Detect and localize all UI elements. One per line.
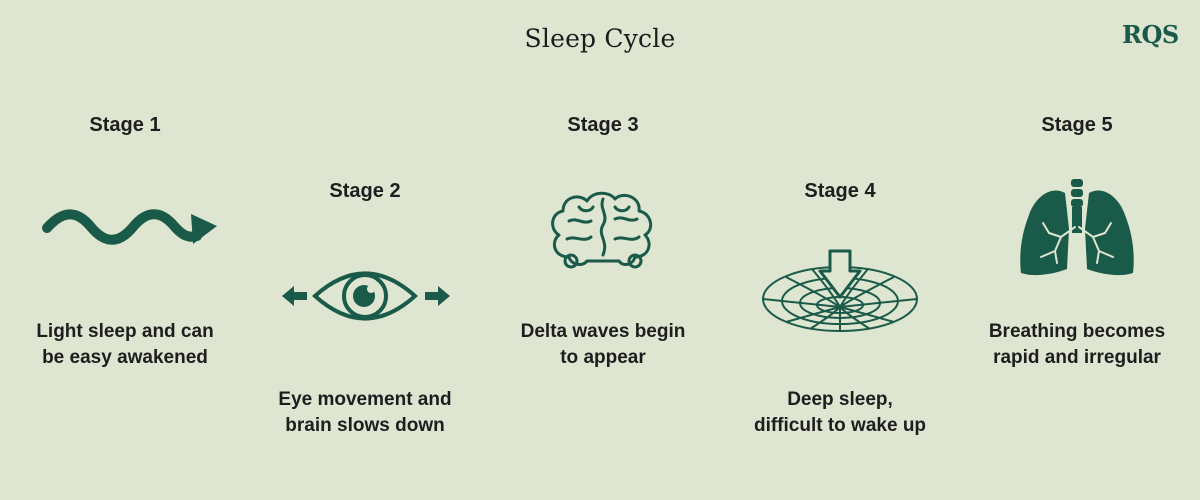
stage-3: Stage 3 Delta waves begin to appear bbox=[483, 0, 723, 500]
diagram-title: Sleep Cycle bbox=[524, 24, 676, 53]
stage-1-label: Stage 1 bbox=[89, 114, 161, 136]
wavy-arrow-icon bbox=[42, 209, 217, 245]
stage-5: Stage 5 Breathing becomes rapid and irre… bbox=[957, 0, 1197, 500]
stage-2-label: Stage 2 bbox=[329, 180, 401, 202]
stage-3-description: Delta waves begin to appear bbox=[520, 321, 686, 368]
lungs-icon bbox=[1020, 179, 1134, 276]
stage-1-description: Light sleep and can be easy awakened bbox=[36, 321, 214, 368]
stage-5-label: Stage 5 bbox=[1041, 114, 1113, 136]
stage-4-description: Deep sleep, difficult to wake up bbox=[753, 389, 927, 436]
stage-3-label: Stage 3 bbox=[567, 114, 639, 136]
stage-1: Stage 1 Light sleep and can be easy awak… bbox=[5, 0, 245, 500]
stage-2: Stage 2 Eye movement and brain slows dow… bbox=[245, 0, 485, 500]
stage-2-description: Eye movement and brain slows down bbox=[278, 389, 452, 436]
stage-4-label: Stage 4 bbox=[804, 180, 876, 202]
rqs-logo: RQS bbox=[1122, 20, 1179, 49]
stage-4: Stage 4 Deep sleep, difficult to wake up bbox=[720, 0, 960, 500]
eye-icon bbox=[282, 271, 450, 321]
brain-icon bbox=[551, 191, 653, 269]
stage-5-description: Breathing becomes rapid and irregular bbox=[988, 321, 1166, 368]
vortex-icon bbox=[762, 249, 918, 332]
